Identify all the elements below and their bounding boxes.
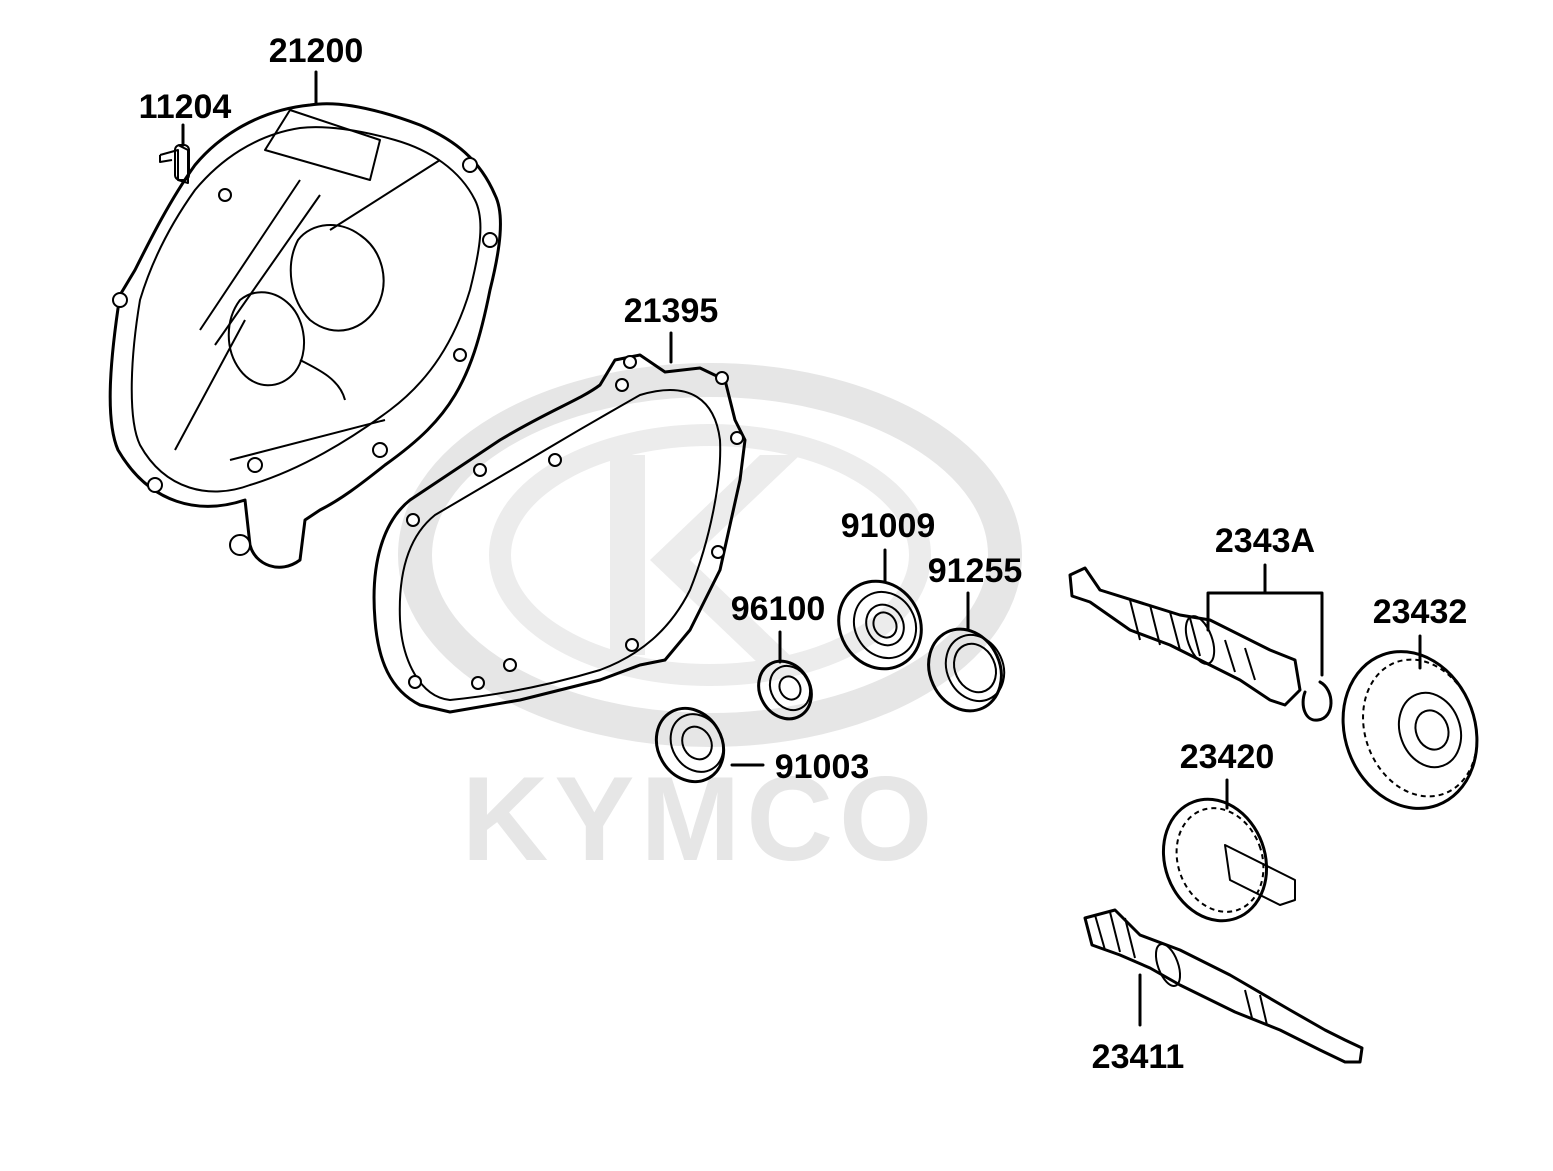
label-2343A: 2343A (1215, 522, 1315, 560)
part-23420-gear (1161, 797, 1296, 923)
label-11204: 11204 (139, 88, 232, 126)
part-21395-gasket (372, 353, 747, 714)
part-91009-bearing (837, 579, 923, 671)
part-96100-bearing (757, 659, 813, 721)
label-23432: 23432 (1373, 593, 1468, 631)
part-11204-pin (159, 144, 190, 184)
leader-lines (181, 70, 1422, 1027)
label-23411: 23411 (1092, 1038, 1185, 1076)
label-21395: 21395 (624, 292, 719, 330)
part-23411-shaft (1083, 908, 1364, 1064)
part-23432-gear (1341, 650, 1479, 810)
label-23420: 23420 (1180, 738, 1275, 776)
label-96100: 96100 (731, 590, 826, 628)
label-91255: 91255 (928, 552, 1023, 590)
kymco-watermark: KYMCO (398, 363, 1022, 886)
label-21200: 21200 (269, 32, 364, 70)
watermark-brand: KYMCO (462, 752, 939, 886)
label-91003: 91003 (775, 748, 870, 786)
label-91009: 91009 (841, 507, 936, 545)
part-2343A-shaft-assembly (1068, 566, 1333, 722)
part-labels: 11204 21200 21395 91009 91255 96100 9100… (139, 32, 1468, 1076)
part-91255-oil-seal (927, 627, 1006, 713)
part-21200-gear-case (108, 102, 502, 569)
part-91003-bearing (654, 706, 726, 784)
